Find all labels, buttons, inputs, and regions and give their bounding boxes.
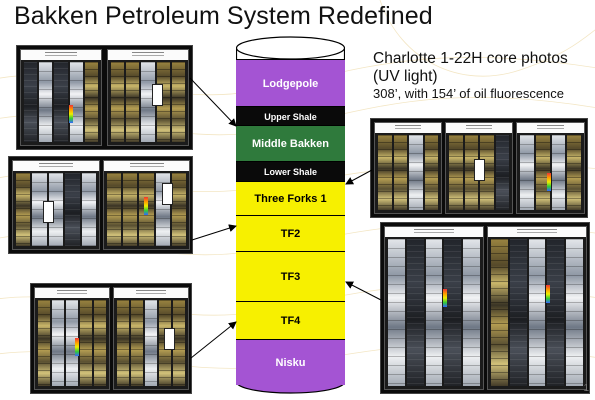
unit-upper-shale: Upper Shale bbox=[236, 106, 345, 126]
unit-tf4: TF4 bbox=[236, 301, 345, 340]
caption-line-3: 308’, with 154’ of oil fluorescence bbox=[373, 85, 565, 101]
caption: Charlotte 1-22H core photos (UV light) 3… bbox=[373, 50, 588, 102]
core-photo-lower-left bbox=[30, 283, 192, 394]
unit-label: TF4 bbox=[280, 315, 301, 327]
caption-line-2: (UV light) bbox=[373, 67, 438, 85]
unit-nisku: Nisku bbox=[236, 339, 345, 385]
unit-tf3: TF3 bbox=[236, 251, 345, 302]
unit-label: Nisku bbox=[275, 356, 306, 369]
core-photo-upper-left bbox=[16, 45, 193, 150]
core-photo-middle-left bbox=[8, 156, 193, 254]
unit-label: Upper Shale bbox=[264, 111, 317, 122]
unit-label: Lower Shale bbox=[263, 167, 317, 177]
page-title: Bakken Petroleum System Redefined bbox=[14, 2, 433, 30]
unit-label: TF2 bbox=[280, 228, 301, 240]
unit-middle-bakken: Middle Bakken bbox=[236, 125, 345, 162]
caption-line-1: Charlotte 1-22H core photos bbox=[373, 50, 568, 67]
unit-lower-shale: Lower Shale bbox=[236, 161, 345, 182]
unit-three-forks-1: Three Forks 1 bbox=[236, 181, 345, 216]
unit-label: Three Forks 1 bbox=[254, 193, 327, 205]
core-photo-lower-right bbox=[380, 222, 590, 394]
page-number: 1 bbox=[583, 383, 589, 394]
unit-tf2: TF2 bbox=[236, 215, 345, 252]
core-photo-upper-right bbox=[370, 118, 588, 218]
unit-lodgepole: Lodgepole bbox=[236, 59, 345, 107]
unit-label: Lodgepole bbox=[262, 77, 319, 90]
unit-label: Middle Bakken bbox=[251, 138, 330, 150]
unit-label: TF3 bbox=[280, 271, 301, 283]
